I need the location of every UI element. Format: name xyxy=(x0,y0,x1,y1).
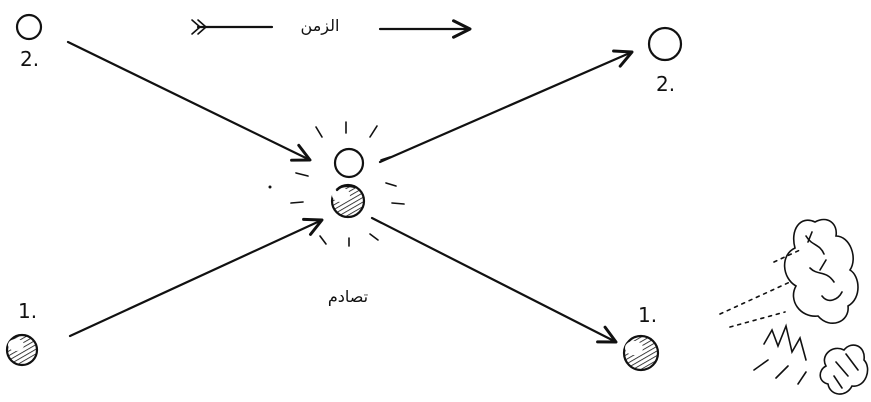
ball-1-before xyxy=(7,335,37,365)
ball-2-after xyxy=(649,28,681,60)
tree-sketch xyxy=(720,220,868,395)
ball-2-before-label: 2. xyxy=(20,47,39,71)
time-label: الزمن xyxy=(301,16,340,36)
trajectory-ball-1-out xyxy=(372,218,616,342)
ball-2-after-label: 2. xyxy=(656,72,675,96)
trajectory-ball-2-in xyxy=(68,42,310,160)
trajectory-ball-1-in xyxy=(70,220,322,336)
ball-1-before-label: 1. xyxy=(18,299,37,323)
trajectory-ball-2-out xyxy=(380,52,632,162)
ball-1-after-label: 1. xyxy=(638,303,657,327)
collision-label: تصادم xyxy=(328,287,368,306)
ball-1-after xyxy=(624,336,658,370)
collision-burst xyxy=(269,122,405,246)
ball-2-before xyxy=(17,15,41,39)
